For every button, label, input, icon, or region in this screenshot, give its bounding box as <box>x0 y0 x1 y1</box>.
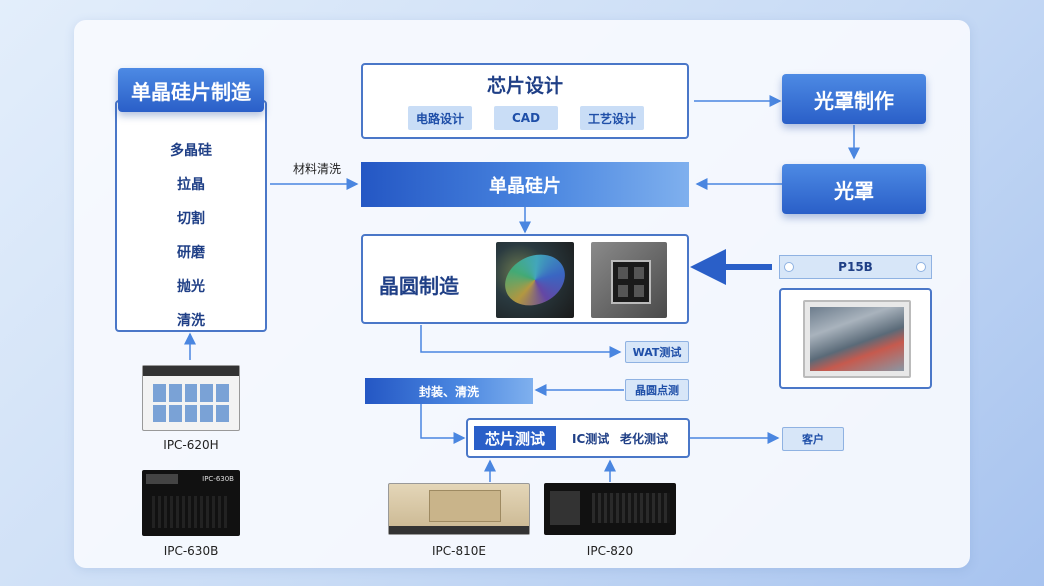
chip-photo <box>591 242 667 318</box>
step-cutting: 切割 <box>177 211 205 227</box>
ipc630b-label: IPC-630B <box>163 544 219 558</box>
ipc820-image <box>544 483 676 535</box>
material-clean-label: 材料清洗 <box>292 162 341 176</box>
screw-right-icon <box>916 262 926 272</box>
wafer-fab-title: 晶圆制造 <box>379 274 459 298</box>
step-cleaning: 清洗 <box>177 313 205 329</box>
panel-pc-box <box>779 288 932 389</box>
ipc630b-image: IPC-630B <box>142 470 240 536</box>
monocrystal-title: 单晶硅片制造 <box>118 68 264 112</box>
tag-cad: CAD <box>494 106 558 130</box>
wat-test-box: WAT测试 <box>625 341 689 363</box>
step-crystal-pulling: 拉晶 <box>177 177 205 193</box>
ipc810e-label: IPC-810E <box>432 544 486 558</box>
panel-pc-screen <box>810 307 904 371</box>
step-polishing: 抛光 <box>177 279 205 295</box>
ic-test-label: IC测试 <box>572 432 610 446</box>
aging-test-label: 老化测试 <box>620 432 669 446</box>
monocrystal-box: 多晶硅 拉晶 切割 研磨 抛光 清洗 <box>115 100 267 332</box>
chip-icon <box>611 260 651 304</box>
wafer-probe-box: 晶圆点测 <box>625 379 689 401</box>
tag-process-design: 工艺设计 <box>580 106 644 130</box>
chip-test-box: 芯片测试 IC测试 老化测试 <box>466 418 690 458</box>
customer-box: 客户 <box>782 427 844 451</box>
package-clean-bar: 封装、清洗 <box>365 378 533 404</box>
step-polysilicon: 多晶硅 <box>170 143 212 159</box>
chip-design-box: 芯片设计 电路设计 CAD 工艺设计 <box>361 63 689 139</box>
wafer-photo <box>496 242 574 318</box>
ipc620h-image <box>142 365 240 431</box>
tag-circuit-design: 电路设计 <box>408 106 472 130</box>
panel-pc-frame <box>803 300 911 378</box>
chip-design-title: 芯片设计 <box>486 75 563 97</box>
wafer-bar: 单晶硅片 <box>361 162 689 207</box>
mask-box: 光罩 <box>782 164 926 214</box>
mask-making-box: 光罩制作 <box>782 74 926 124</box>
panel-model-label: P15B <box>779 255 932 279</box>
ipc810e-image <box>388 483 530 535</box>
ipc820-label: IPC-820 <box>586 544 634 558</box>
wafer-fab-box: 晶圆制造 <box>361 234 689 324</box>
ipc620h-label: IPC-620H <box>163 438 219 452</box>
wafer-disk-icon <box>496 245 574 315</box>
chip-test-title: 芯片测试 <box>474 426 556 450</box>
step-grinding: 研磨 <box>177 245 205 261</box>
screw-left-icon <box>784 262 794 272</box>
